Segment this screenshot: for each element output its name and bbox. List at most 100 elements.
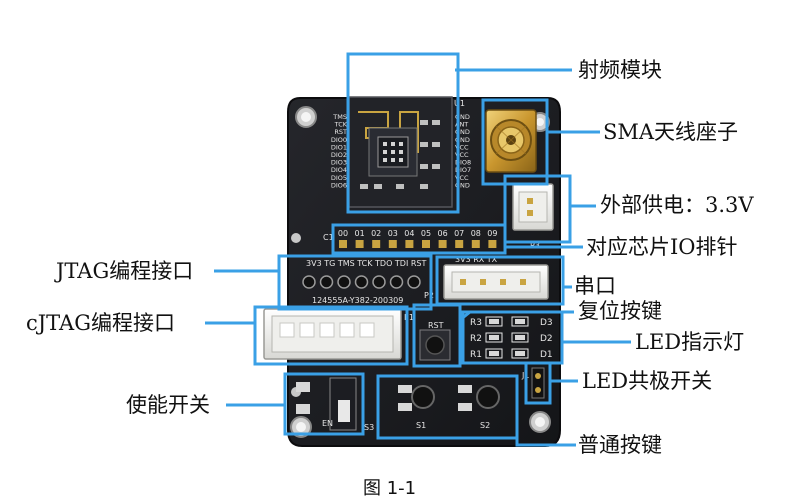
silk-s3: S3 bbox=[364, 423, 374, 432]
io-header-number: 02 bbox=[371, 229, 381, 238]
callout-labels: 射频模块 SMA天线座子 外部供电：3.3V 对应芯片IO排针 JTAG编程接口… bbox=[26, 58, 754, 457]
rf-pin-label: GND bbox=[455, 128, 470, 136]
io-header-pin bbox=[355, 240, 364, 248]
box-reset bbox=[412, 303, 462, 368]
leader-lines bbox=[205, 68, 631, 447]
svg-text:R2: R2 bbox=[470, 334, 482, 344]
box-cjtag bbox=[253, 305, 409, 366]
label-sma: SMA天线座子 bbox=[603, 120, 738, 144]
io-header-pin bbox=[339, 240, 347, 248]
reset-button bbox=[419, 329, 451, 361]
rf-pin-label: GND bbox=[455, 181, 470, 189]
box-jtag bbox=[277, 254, 433, 311]
silk-board-code: 124555A-Y382-200309 bbox=[312, 296, 403, 305]
io-header-pin bbox=[438, 240, 447, 248]
io-header-pin bbox=[405, 240, 414, 248]
jtag-hole bbox=[302, 275, 316, 289]
io-header-pin bbox=[422, 240, 430, 248]
box-sma bbox=[481, 98, 549, 186]
mounting-holes bbox=[290, 106, 551, 438]
enable-switch bbox=[296, 377, 357, 431]
box-normal-keys bbox=[376, 374, 519, 440]
rf-pin-label: RST bbox=[334, 128, 347, 136]
led-common-jumper bbox=[531, 367, 545, 399]
rf-pin-label: DIO0 bbox=[331, 136, 347, 144]
led-resistor-array: R3 R2 R1 D3 D2 D1 bbox=[470, 316, 553, 360]
rf-pin-label: DIO6 bbox=[331, 181, 347, 189]
rf-pin-label: DIO2 bbox=[331, 151, 347, 159]
silk-p2: P2 bbox=[424, 291, 434, 300]
io-header-number: 03 bbox=[388, 229, 398, 238]
normal-button-s1 bbox=[398, 385, 435, 411]
box-power bbox=[503, 174, 572, 244]
io-header-number: 01 bbox=[355, 229, 365, 238]
jtag-header-holes bbox=[302, 275, 421, 289]
io-header-number: 07 bbox=[454, 229, 464, 238]
rf-pin-label: DIO3 bbox=[331, 159, 347, 167]
label-cjtag: cJTAG编程接口 bbox=[26, 311, 175, 335]
svg-text:D2: D2 bbox=[540, 334, 553, 344]
silk-p1: P1 bbox=[404, 313, 414, 322]
label-normal-key: 普通按键 bbox=[578, 433, 662, 457]
jtag-hole bbox=[319, 275, 334, 289]
rf-pin-label: DIO8 bbox=[455, 159, 471, 167]
label-io-header: 对应芯片IO排针 bbox=[586, 235, 738, 259]
label-external-power: 外部供电：3.3V bbox=[600, 193, 754, 217]
rf-pin-label: VCC bbox=[455, 174, 469, 182]
io-header-number: 05 bbox=[421, 229, 431, 238]
svg-text:R1: R1 bbox=[470, 350, 482, 360]
silk-en: EN bbox=[322, 419, 333, 428]
svg-text:R3: R3 bbox=[470, 318, 482, 328]
label-led-indicator: LED指示灯 bbox=[635, 330, 744, 354]
rf-pin-label: TMS bbox=[332, 113, 347, 121]
io-header-number: 06 bbox=[438, 229, 448, 238]
box-led-common bbox=[524, 361, 552, 405]
io-header-pin bbox=[372, 240, 381, 248]
svg-text:D1: D1 bbox=[540, 350, 553, 360]
rf-pin-label: VCC bbox=[455, 151, 469, 159]
silk-jtag-pins: 3V3 TG TMS TCK TDO TDI RST bbox=[306, 259, 427, 268]
svg-text:D3: D3 bbox=[540, 318, 553, 328]
silk-c1: C1 bbox=[323, 233, 334, 242]
io-header-pin bbox=[388, 240, 397, 248]
box-io-header bbox=[331, 223, 507, 255]
jtag-hole bbox=[389, 275, 404, 289]
rf-pin-label: DIO7 bbox=[455, 166, 471, 174]
io-header-number: 00 bbox=[338, 229, 348, 238]
silk-uart-pins: 3V3 RX TX bbox=[455, 255, 498, 264]
rf-pin-label: DIO4 bbox=[331, 166, 347, 174]
jtag-hole bbox=[372, 275, 386, 289]
silk-s1: S1 bbox=[416, 421, 426, 430]
rf-pin-label: GND bbox=[455, 136, 470, 144]
jtag-hole bbox=[354, 275, 369, 289]
jtag-hole bbox=[337, 275, 351, 289]
rf-module bbox=[348, 96, 453, 208]
label-jtag: JTAG编程接口 bbox=[54, 259, 193, 283]
label-rf-module: 射频模块 bbox=[578, 58, 662, 82]
rf-pin-label: VCC bbox=[455, 143, 469, 151]
box-uart bbox=[435, 255, 565, 306]
label-led-common: LED共极开关 bbox=[582, 369, 712, 393]
label-uart: 串口 bbox=[574, 274, 616, 298]
io-header-pin bbox=[488, 240, 497, 248]
sma-connector bbox=[485, 109, 537, 173]
io-header-pin bbox=[455, 240, 464, 248]
silk-rst: RST bbox=[428, 321, 444, 330]
label-enable-switch: 使能开关 bbox=[126, 393, 210, 417]
cjtag-connector bbox=[263, 308, 402, 360]
rf-pin-label: ANT bbox=[455, 121, 468, 129]
silk-s2: S2 bbox=[480, 421, 490, 430]
box-rf-module bbox=[346, 52, 460, 214]
io-header-pins bbox=[339, 240, 497, 248]
io-header-number: 04 bbox=[404, 229, 414, 238]
highlight-boxes bbox=[253, 52, 572, 440]
rf-pin-label: DIO1 bbox=[331, 143, 347, 151]
figure-caption: 图 1-1 bbox=[363, 478, 417, 499]
normal-button-s2 bbox=[458, 385, 500, 411]
io-header-number: 09 bbox=[487, 229, 497, 238]
power-connector bbox=[512, 183, 554, 231]
